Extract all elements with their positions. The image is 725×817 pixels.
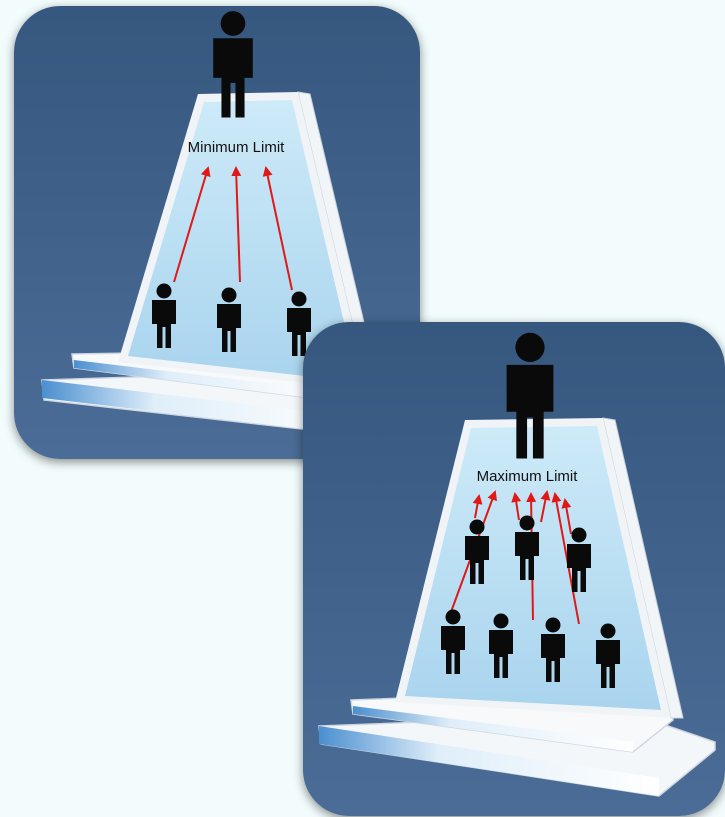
maximum-limit-label: Maximum Limit [477, 468, 579, 485]
minimum-limit-label: Minimum Limit [188, 139, 286, 156]
maximum-limit-panel: Maximum Limit [303, 322, 725, 816]
maximum-limit-illustration: Maximum Limit [303, 322, 725, 816]
